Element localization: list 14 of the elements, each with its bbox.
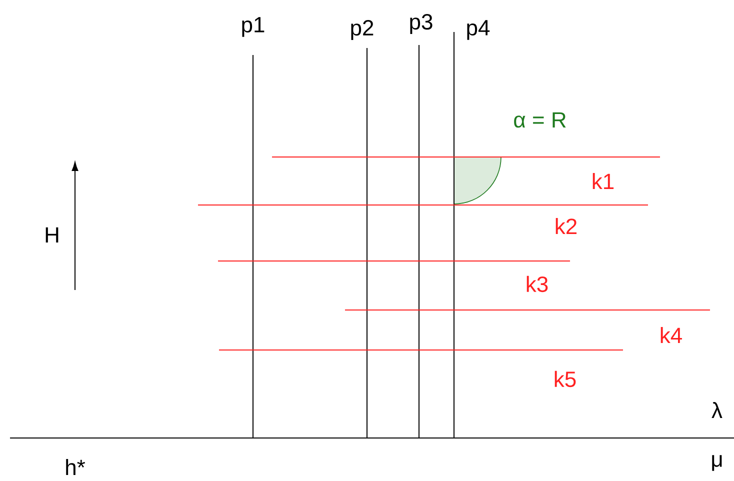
line-label: k4 [660, 327, 682, 343]
line-label: k2 [556, 218, 577, 234]
line-label: p2 [351, 20, 374, 40]
axis-label: μ [712, 455, 722, 471]
angle-label: α = R [514, 112, 566, 128]
axis-label: λ [712, 402, 722, 418]
axis-label: H [46, 227, 58, 243]
line-label: k1 [592, 173, 614, 189]
line-label: p1 [242, 17, 264, 37]
line-label: k3 [526, 276, 548, 292]
line-label: p4 [467, 20, 490, 40]
line-label: p3 [410, 14, 432, 34]
axis-label: h* [66, 459, 86, 475]
line-label: k5 [554, 370, 576, 388]
